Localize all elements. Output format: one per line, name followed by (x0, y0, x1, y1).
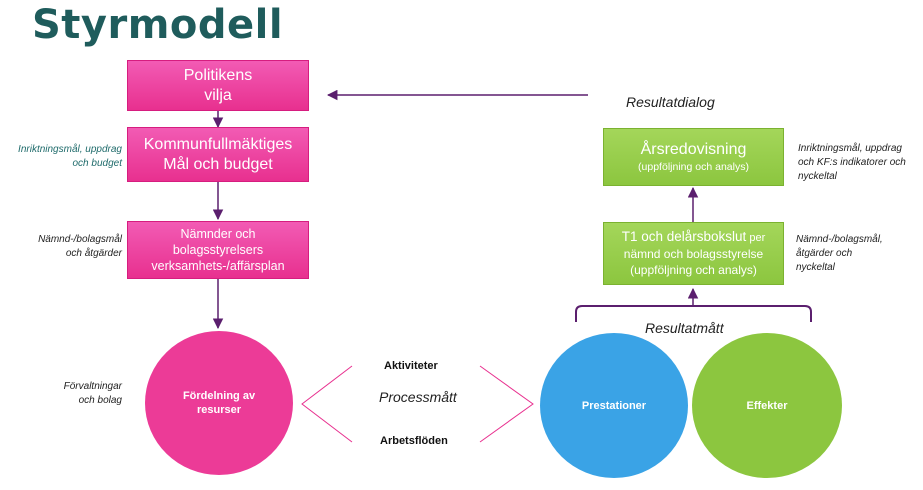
namnder-box: Nämnder och bolagsstyrelsers verksamhets… (127, 221, 309, 279)
t1-line2: nämnd och bolagsstyrelse (623, 247, 764, 261)
note-forvaltningar-line2: och bolag (78, 395, 122, 406)
namnder-line2: bolagsstyrelsers (172, 243, 264, 257)
politikens-vilja-line1: Politikens (183, 66, 253, 84)
note-inriktningsmal-kf: Inriktningsmål, uppdrag och KF:s indikat… (798, 142, 922, 184)
note-kf-line2: och KF:s indikatorer och (798, 157, 906, 168)
note-namnd-right-line1: Nämnd-/bolagsmål, (796, 234, 883, 245)
effekter-circle: Effekter (692, 333, 842, 478)
t1-line1-main: T1 och delårsbokslut (621, 229, 747, 244)
t1-line1: T1 och delårsbokslut per (622, 229, 766, 246)
arbetsfloden-label: Arbetsflöden (380, 435, 448, 447)
arsredovisning-sub: (uppföljning och analys) (638, 161, 749, 173)
note-inriktningsmal-line2: och budget (72, 158, 123, 169)
resultatmatt-label: Resultatmått (645, 320, 724, 336)
fordelning-line1: Fördelning av (182, 390, 256, 402)
effekter-label: Effekter (746, 399, 788, 412)
note-namnd-bolagsmal-right: Nämnd-/bolagsmål, åtgärder och nyckeltal (796, 233, 920, 275)
note-kf-line3: nyckeltal (798, 171, 837, 182)
note-namnd-right-line3: nyckeltal (796, 262, 835, 273)
note-forvaltningar-line1: Förvaltningar (63, 381, 122, 392)
fordelning-line2: resurser (196, 404, 242, 416)
kommunfullmaktige-line1: Kommunfullmäktiges (143, 135, 293, 153)
process-line-right (479, 365, 534, 443)
processmatt-label: Processmått (379, 389, 457, 405)
page-title: Styrmodell (32, 2, 284, 48)
fordelning-circle: Fördelning av resurser (145, 331, 293, 475)
kommunfullmaktige-line2: Mål och budget (163, 155, 273, 173)
politikens-vilja-line2: vilja (204, 86, 232, 104)
note-namnd-left-line2: och åtgärder (65, 248, 122, 259)
resultatmatt-bracket (575, 305, 812, 322)
note-inriktningsmal-line1: Inriktningsmål, uppdrag (18, 144, 122, 155)
politikens-vilja-box: Politikens vilja (127, 60, 309, 111)
namnder-line3: verksamhets-/affärsplan (151, 259, 285, 273)
note-inriktningsmal: Inriktningsmål, uppdrag och budget (0, 143, 122, 171)
note-namnd-right-line2: åtgärder och (796, 248, 853, 259)
note-namnd-bolagsmal-left: Nämnd-/bolagsmål och åtgärder (0, 233, 122, 261)
prestationer-label: Prestationer (581, 399, 647, 412)
t1-line3: (uppföljning och analys) (630, 263, 757, 277)
resultatdialog-label: Resultatdialog (626, 94, 715, 110)
t1-line1-small: per (746, 232, 766, 244)
aktiviteter-label: Aktiviteter (384, 360, 438, 372)
note-forvaltningar: Förvaltningar och bolag (0, 380, 122, 408)
process-line-left (301, 365, 353, 443)
arsredovisning-title: Årsredovisning (640, 141, 747, 158)
kommunfullmaktige-box: Kommunfullmäktiges Mål och budget (127, 127, 309, 182)
t1-delarsbokslut-box: T1 och delårsbokslut per nämnd och bolag… (603, 222, 784, 285)
namnder-line1: Nämnder och (180, 227, 256, 241)
prestationer-circle: Prestationer (540, 333, 688, 478)
note-kf-line1: Inriktningsmål, uppdrag (798, 143, 902, 154)
note-namnd-left-line1: Nämnd-/bolagsmål (38, 234, 122, 245)
arsredovisning-box: Årsredovisning (uppföljning och analys) (603, 128, 784, 186)
